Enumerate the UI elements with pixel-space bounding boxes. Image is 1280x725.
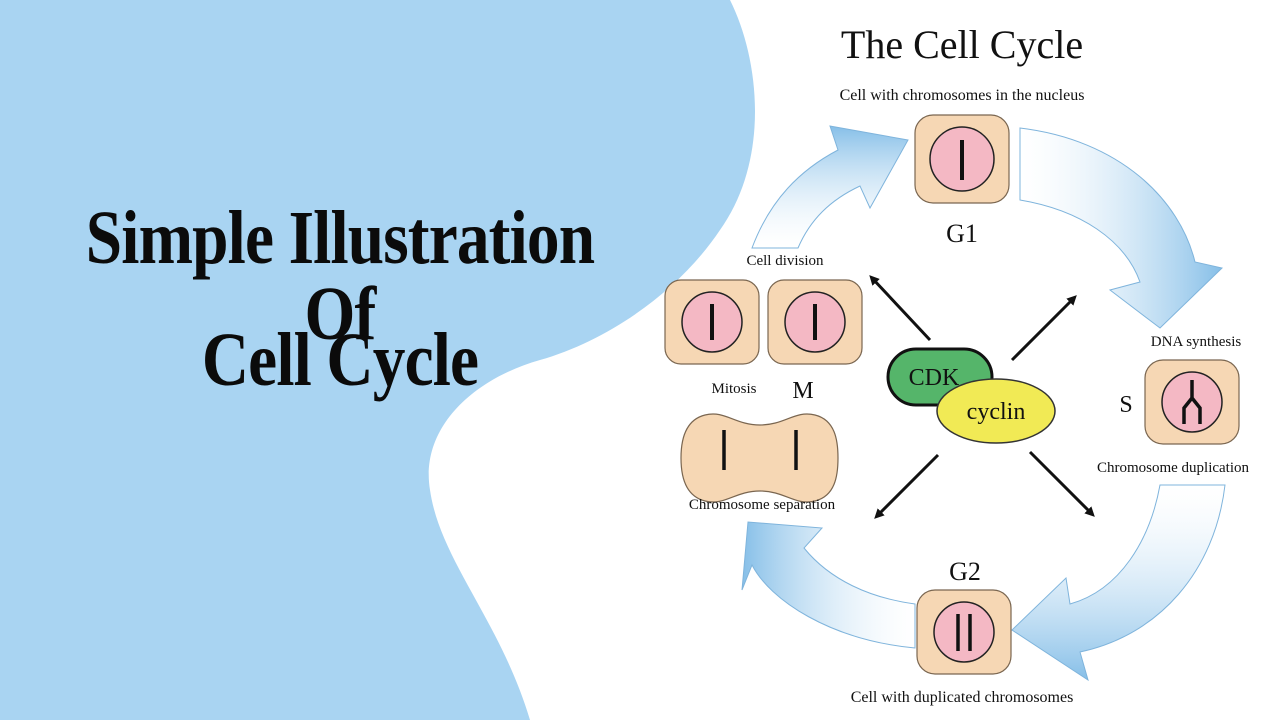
hero-title-line-1: Simple Illustration Of [85, 196, 595, 356]
g1-cell [914, 114, 1010, 204]
phase-label-m: M [792, 378, 813, 404]
dna-synthesis-label: DNA synthesis [1151, 334, 1242, 350]
daughter-cell-left [664, 279, 760, 365]
cycle-arrow-s-to-g2 [1011, 484, 1226, 682]
phase-label-g1: G1 [946, 219, 978, 248]
cyclin-shape [936, 378, 1056, 444]
s-cell [1144, 359, 1240, 445]
g2-caption: Cell with duplicated chromosomes [851, 689, 1074, 706]
phase-label-g2: G2 [949, 557, 981, 586]
cycle-arrow-g1-to-s [1019, 127, 1224, 329]
phase-label-s: S [1119, 392, 1132, 418]
background-wave [0, 0, 755, 720]
mitosis-label: Mitosis [711, 381, 756, 397]
g1-caption: Cell with chromosomes in the nucleus [840, 87, 1085, 104]
diagram-title: The Cell Cycle [841, 22, 1083, 67]
daughter-cell-right [767, 279, 863, 365]
center-arrow-down-left [874, 453, 940, 519]
cyclin-label: cyclin [967, 399, 1026, 425]
cycle-arrow-g2-to-m [741, 521, 916, 649]
cdk-cyclin-complex [886, 347, 1056, 444]
g2-cell [916, 589, 1012, 675]
chromosome-duplication-label: Chromosome duplication [1097, 460, 1250, 476]
center-arrow-down-right [1028, 450, 1095, 517]
cell-division-label: Cell division [746, 253, 824, 269]
separating-cell [680, 413, 839, 503]
cdk-label: CDK [909, 365, 960, 391]
cycle-arrow-m-to-g1 [751, 125, 909, 249]
center-arrow-up-right [1010, 295, 1077, 362]
hero-title-line-2: Cell Cycle [201, 318, 479, 402]
center-arrow-up-left [869, 275, 932, 342]
chromosome-separation-label: Chromosome separation [689, 497, 836, 513]
